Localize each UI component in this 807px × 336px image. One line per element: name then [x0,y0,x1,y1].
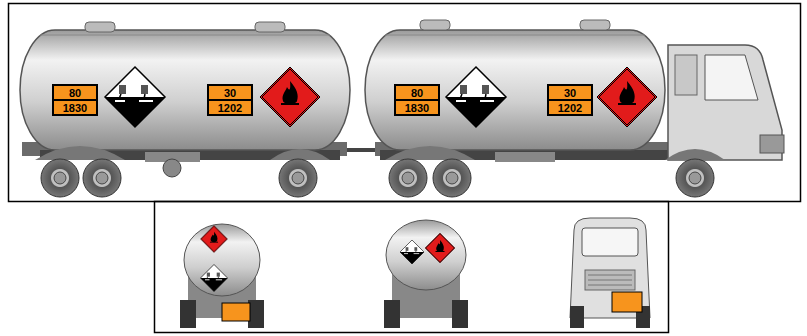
hazard-number: 80 [54,86,96,99]
un-number: 1830 [396,99,438,114]
hazard-number: 30 [549,86,591,99]
un-number: 1830 [54,99,96,114]
rear-view-tank [384,220,468,328]
un-number: 1202 [549,99,591,114]
un-number: 1202 [209,99,251,114]
hazard-plate: 301202 [547,84,593,116]
hazard-plate: 801830 [52,84,98,116]
rear-view-trailer [180,224,264,328]
hazard-number: 80 [396,86,438,99]
hazard-plate: 301202 [207,84,253,116]
front-view-cab [570,218,650,328]
hazard-plate: 801830 [394,84,440,116]
hazard-number: 30 [209,86,251,99]
